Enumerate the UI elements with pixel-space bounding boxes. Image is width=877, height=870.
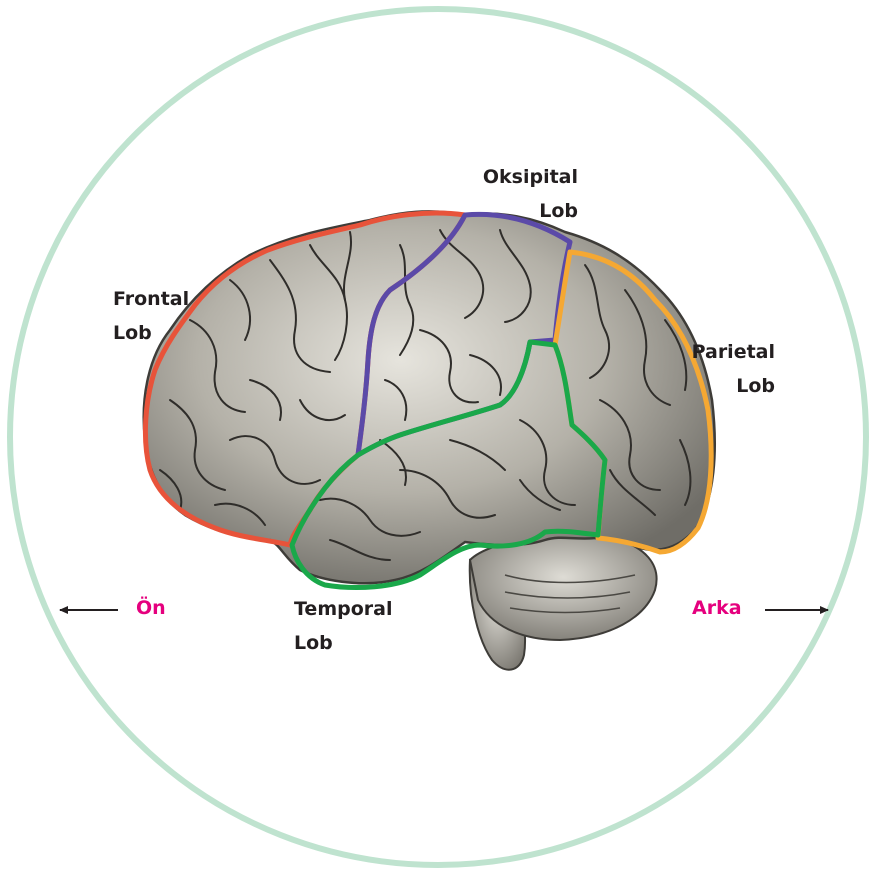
- oksipital-label-line2: Lob: [478, 194, 578, 228]
- front-direction-label: Ön: [136, 597, 166, 619]
- temporal-label-line2: Lob: [294, 626, 392, 660]
- frontal-label-line1: Frontal: [113, 282, 189, 316]
- frontal-label-line2: Lob: [113, 316, 189, 350]
- frontal-lobe-label: Frontal Lob: [113, 282, 189, 350]
- temporal-lobe-label: Temporal Lob: [294, 592, 392, 660]
- oksipital-label-line1: Oksipital: [478, 160, 578, 194]
- cerebellum: [470, 535, 657, 640]
- oksipital-lobe-label: Oksipital Lob: [478, 160, 578, 228]
- back-direction-label: Arka: [692, 597, 742, 619]
- temporal-label-line1: Temporal: [294, 592, 392, 626]
- parietal-label-line1: Parietal: [690, 335, 775, 369]
- cerebrum: [144, 211, 715, 583]
- parietal-label-line2: Lob: [690, 369, 775, 403]
- parietal-lobe-label: Parietal Lob: [690, 335, 775, 403]
